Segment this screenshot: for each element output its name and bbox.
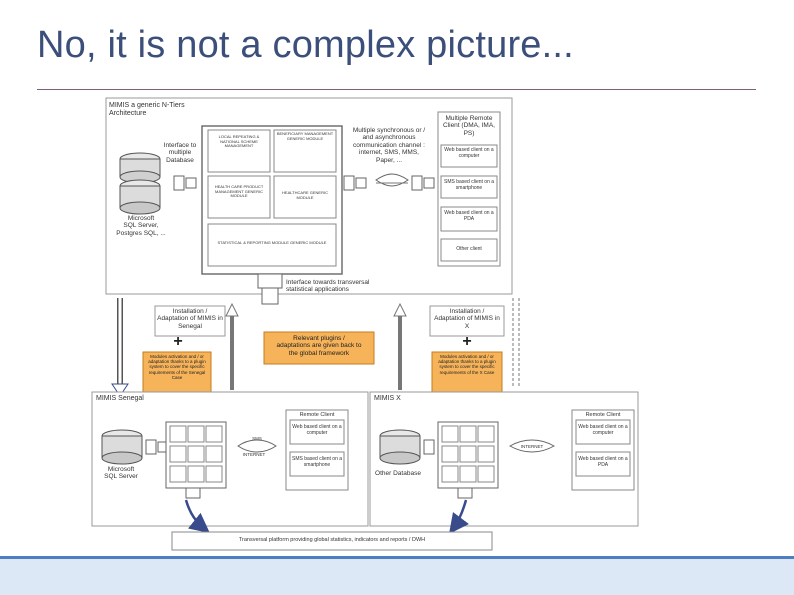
- x-web-label: Web based client on a computer: [578, 424, 628, 436]
- module-stats: [207, 223, 337, 267]
- x-client-web: [575, 419, 631, 445]
- platform-label: Transversal platform providing global st…: [238, 537, 426, 543]
- senegal-web-label: Web based client on a computer: [292, 424, 342, 436]
- arrow-to-platform-left: [184, 499, 210, 534]
- connector-plug: [457, 487, 473, 499]
- connector-plug: [185, 487, 201, 499]
- plugins-right-label: Modules activation and / or adaptation t…: [438, 354, 496, 375]
- database-icon-senegal: [101, 429, 143, 465]
- module-beneficiary-label: BENEFICIARY MANAGEMENT GENERIC MODULE: [276, 131, 334, 141]
- relevant-plugins-box: [263, 331, 375, 365]
- x-client-pda: [575, 451, 631, 477]
- client-web: [440, 144, 498, 168]
- senegal-sms-label: SMS: [252, 436, 262, 441]
- senegal-remote-label: Remote Client: [299, 412, 335, 418]
- database-icon-top: [119, 152, 161, 215]
- module-healthcare-generic-label: HEALTHCARE GENERIC MODULE: [282, 190, 328, 200]
- database-icon-x: [379, 429, 421, 465]
- connector-plug: [185, 177, 197, 189]
- module-local-label: LOCAL REPEATING & NATIONAL SCHEME MANAGE…: [218, 134, 260, 149]
- platform-box: [171, 531, 493, 551]
- x-remote-label: Remote Client: [585, 412, 621, 418]
- relevant-plugins-label: Relevant plugins /adaptations are given …: [276, 335, 362, 357]
- plus-left: +: [173, 333, 183, 350]
- channels-label: Multiple synchronous or /and asynchronou…: [352, 127, 426, 164]
- plus-right: +: [462, 333, 472, 350]
- client-pda: [440, 206, 498, 232]
- arrow-to-platform-right: [449, 499, 469, 535]
- module-stats-label: STATISTICAL & REPORTING MODULE GENERIC M…: [217, 240, 327, 245]
- connector-plug: [157, 441, 167, 453]
- connector-plug: [423, 177, 435, 189]
- module-healthcare-generic: [273, 175, 337, 219]
- senegal-client-sms: [289, 451, 345, 477]
- feedback-arrowhead: [225, 302, 239, 317]
- channel-arrow: [237, 439, 277, 453]
- x-label: MIMIS X: [374, 395, 401, 402]
- senegal-sms-client-label: SMS based client on a smartphone: [291, 456, 343, 468]
- plugins-right-box: [431, 351, 503, 393]
- client-other-label: Other client: [456, 246, 482, 252]
- plugins-left-label: Modules activation and / or adaptation t…: [148, 354, 206, 380]
- module-healthcare-label: HEALTH CARE PRODUCT MANAGEMENT GENERIC M…: [214, 184, 264, 199]
- arrow-head: [111, 383, 129, 397]
- client-sms: [440, 175, 498, 199]
- transversal-plug: [257, 273, 283, 289]
- installation-left-box: [154, 305, 226, 337]
- connector-plug: [355, 177, 367, 189]
- connector-plug: [173, 175, 185, 191]
- x-pda-label: Web based client on a PDA: [578, 456, 628, 468]
- transversal-plug: [261, 287, 279, 305]
- slide-title: No, it is not a complex picture...: [37, 24, 574, 66]
- title-divider: [37, 89, 756, 90]
- connector-plug: [343, 175, 355, 191]
- module-healthcare: [207, 175, 271, 219]
- client-pda-label: Web based client on a PDA: [444, 210, 494, 222]
- senegal-internet-label: INTERNET: [242, 452, 266, 457]
- client-web-label: Web based client on a computer: [444, 147, 494, 159]
- module-beneficiary: [273, 129, 337, 173]
- connector-plug: [423, 439, 435, 455]
- senegal-client-web: [289, 419, 345, 445]
- x-db-label: Other Database: [375, 470, 421, 477]
- channel-arrow: [508, 439, 556, 453]
- senegal-label: MIMIS Senegal: [96, 395, 144, 402]
- installation-right-box: [429, 305, 505, 337]
- connector-plug: [145, 439, 157, 455]
- module-local: [207, 129, 271, 173]
- feedback-arrowhead: [393, 302, 407, 317]
- footer-band: [0, 556, 794, 595]
- client-sms-label: SMS based client on a smartphone: [443, 179, 495, 191]
- client-other: [440, 238, 498, 262]
- x-internet-label: INTERNET: [520, 444, 544, 449]
- plugins-left-box: [142, 351, 212, 393]
- connector-plug: [411, 175, 423, 191]
